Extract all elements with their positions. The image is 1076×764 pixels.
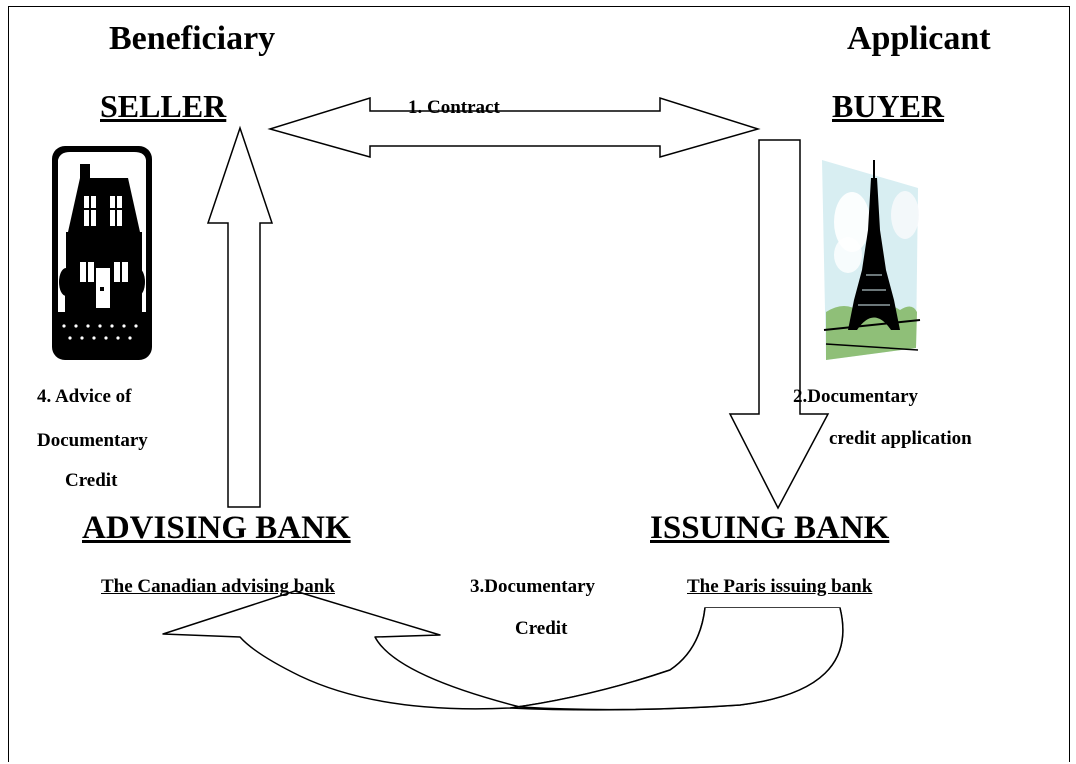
advice-arrow bbox=[206, 125, 274, 508]
credit-step-line2: Credit bbox=[515, 618, 568, 639]
house-icon bbox=[52, 146, 152, 360]
application-step-line1: 2.Documentary bbox=[793, 386, 919, 407]
diagram-frame bbox=[8, 6, 1070, 762]
seller-label: SELLER bbox=[100, 88, 227, 124]
advising-bank-title: ADVISING BANK bbox=[82, 510, 351, 546]
applicant-label: Applicant bbox=[847, 20, 991, 57]
advice-step-line2: Documentary bbox=[37, 430, 148, 451]
issuing-bank-subtitle: The Paris issuing bank bbox=[687, 576, 873, 597]
credit-arrow-front bbox=[162, 590, 844, 711]
buyer-label: BUYER bbox=[832, 88, 945, 124]
application-arrow bbox=[728, 139, 830, 510]
contract-arrow bbox=[267, 96, 761, 158]
credit-step-line1: 3.Documentary bbox=[470, 576, 596, 597]
advice-step-line1: 4. Advice of bbox=[37, 386, 132, 407]
advice-step-line3: Credit bbox=[65, 470, 118, 491]
beneficiary-label: Beneficiary bbox=[109, 20, 276, 57]
eiffel-tower-icon bbox=[822, 160, 921, 360]
advising-bank-subtitle: The Canadian advising bank bbox=[101, 576, 335, 597]
application-step-line2: credit application bbox=[829, 428, 972, 449]
contract-step-label: 1. Contract bbox=[408, 97, 500, 118]
issuing-bank-title: ISSUING BANK bbox=[650, 510, 890, 546]
